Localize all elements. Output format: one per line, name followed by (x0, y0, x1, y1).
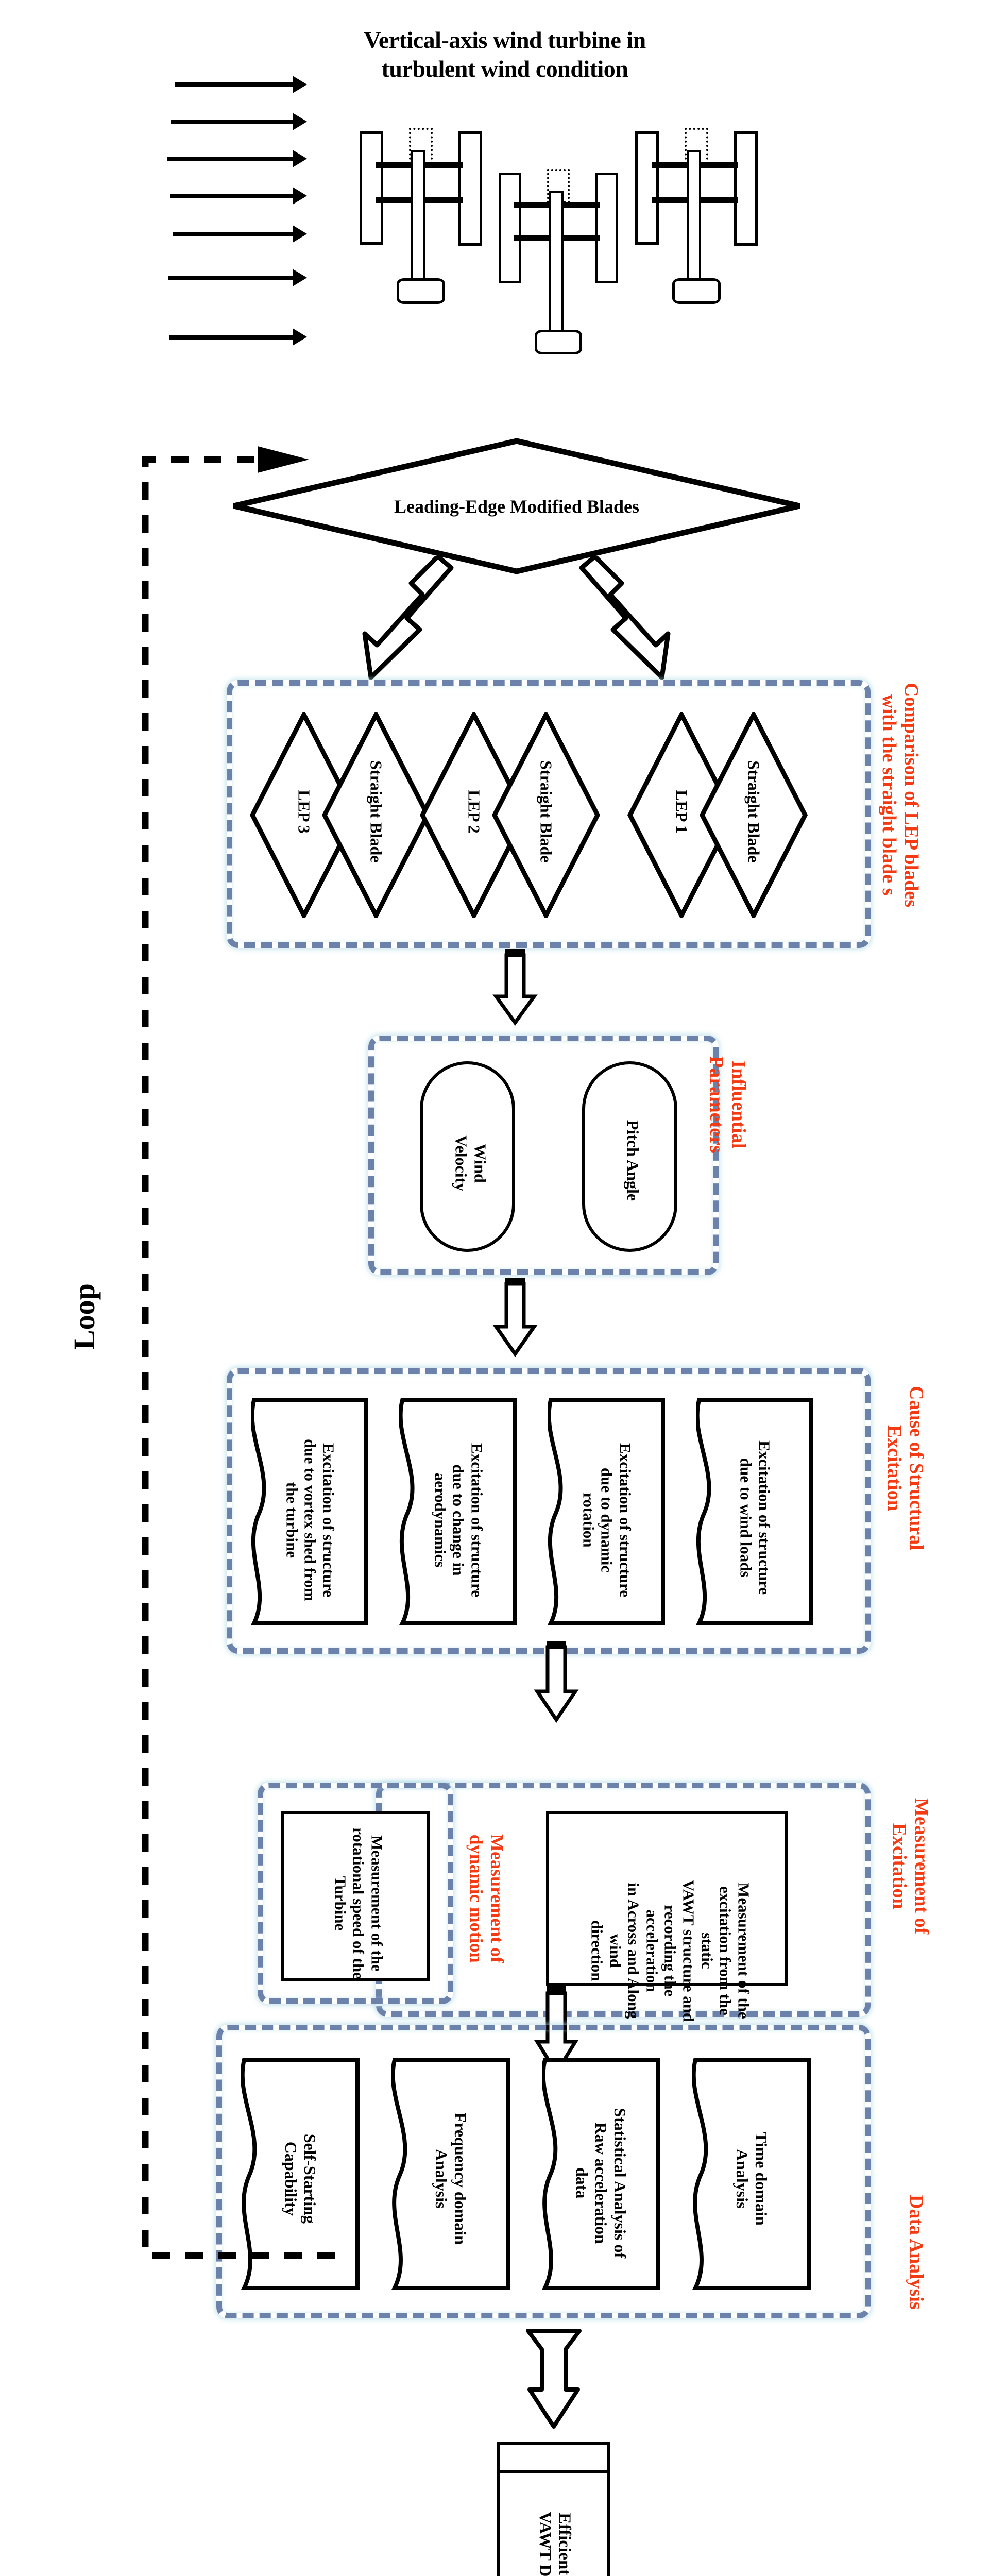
arrow-measurement-to-data-analysis (533, 1986, 579, 2076)
node-lep-2[interactable]: LEP 2 (420, 712, 528, 918)
section-label-measurement-dynamic-motion: Measurement of dynamic motion (466, 1834, 507, 1963)
vawt-turbine-3 (631, 124, 770, 319)
node-straight-blade-3[interactable]: Straight Blade (322, 712, 430, 918)
section-label-line-2: Parameters (706, 1056, 728, 1153)
section-label-line-1: Influential (728, 1060, 749, 1149)
section-box-measurement-dynamic-motion (258, 1783, 453, 2004)
node-label: Straight Blade (744, 760, 763, 863)
node-label: Excitation of structure due to change in… (431, 1443, 486, 1597)
turbine-mast (411, 150, 425, 287)
node-wind-velocity[interactable]: Wind Velocity (420, 1061, 515, 1252)
arrow-data-analysis-to-final (520, 2329, 587, 2432)
section-label-line-2: dynamic motion (466, 1834, 487, 1963)
node-frequency-domain-analysis[interactable]: Frequency domain Analysis (391, 2057, 511, 2291)
figure-title-line-1: Vertical-axis wind turbine in (364, 27, 646, 53)
wind-arrow-1 (175, 76, 307, 93)
wind-arrow-4 (170, 187, 307, 205)
turbine-mast (549, 191, 564, 339)
node-label: LEP 2 (465, 790, 484, 834)
arrow-influential-to-cause (492, 1278, 538, 1358)
wind-arrow-2 (171, 113, 307, 130)
turbine-blade-right (595, 173, 618, 283)
section-label-data-analysis: Data Analysis (905, 2195, 927, 2310)
node-time-domain-analysis[interactable]: Time domain Analysis (692, 2057, 812, 2291)
arrow-turbines-to-decision (531, 361, 572, 446)
node-label: Wind Velocity (452, 1135, 490, 1192)
loop-feedback-arrow (67, 443, 386, 2272)
node-straight-blade-2[interactable]: Straight Blade (492, 712, 600, 918)
section-label-influential: Influential Parameters (706, 1056, 749, 1153)
node-label: Measurement of the excitation from the s… (588, 1879, 753, 2022)
wind-arrow-6 (168, 269, 307, 286)
node-label: Statistical Analysis of Raw acceleration… (573, 2108, 630, 2258)
turbine-base (397, 278, 445, 304)
section-label-line-1: Cause of Structural (906, 1386, 927, 1550)
section-label-line-2: with the straight blade s (878, 694, 900, 896)
arrow-cause-to-measurement (533, 1641, 579, 1723)
node-efficient-lep-vawt-design[interactable]: Efficient LEP VAWT Design (497, 2442, 610, 2576)
split-arrow-left (350, 556, 479, 685)
node-excitation-aerodynamics[interactable]: Excitation of structure due to change in… (399, 1397, 518, 1626)
wind-arrow-3 (167, 150, 307, 167)
section-label-comparison: Comparison of LEP blades with the straig… (878, 683, 922, 907)
turbine-blade-right (734, 131, 758, 246)
turbine-blade-left (499, 173, 521, 283)
node-statistical-analysis[interactable]: Statistical Analysis of Raw acceleration… (542, 2057, 661, 2291)
turbine-blade-right (458, 131, 482, 246)
section-label-measurement-excitation: Measurement of Excitation (889, 1798, 932, 1934)
figure-title: Vertical-axis wind turbine in turbulent … (294, 26, 716, 83)
node-label: LEP 1 (672, 790, 691, 834)
wind-arrow-7 (169, 328, 307, 346)
node-label: Straight Blade (537, 760, 556, 863)
node-lep-1[interactable]: LEP 1 (627, 712, 736, 918)
loop-label: Loop (67, 1283, 101, 1350)
node-straight-blade-1[interactable]: Straight Blade (700, 712, 808, 918)
turbine-base (535, 330, 582, 354)
section-label-line-1: Measurement of (487, 1834, 507, 1963)
section-box-data-analysis (216, 2025, 871, 2318)
node-pitch-angle[interactable]: Pitch Angle (582, 1061, 677, 1252)
final-node-header-bar (500, 2445, 607, 2473)
node-excitation-wind-loads[interactable]: Excitation of structure due to wind load… (696, 1397, 814, 1626)
node-measure-rotational-speed[interactable]: Measurement of the rotational speed of t… (281, 1811, 430, 1981)
figure-title-line-2: turbulent wind condition (381, 56, 628, 82)
node-lep-3[interactable]: LEP 3 (250, 712, 358, 918)
node-label: Efficient LEP VAWT Design (536, 2512, 574, 2576)
section-box-influential (368, 1036, 719, 1275)
section-label-cause: Cause of Structural Excitation (883, 1386, 927, 1550)
section-label-line-1: Measurement of (911, 1798, 932, 1935)
section-label-line-1: Data Analysis (906, 2195, 927, 2310)
wind-arrow-5 (173, 225, 307, 243)
section-box-comparison (227, 680, 871, 948)
node-label: Time domain Analysis (733, 2131, 771, 2226)
section-label-line-2: Excitation (883, 1425, 906, 1511)
node-label: Excitation of structure due to wind load… (737, 1440, 774, 1595)
section-label-line-1: Comparison of LEP blades (900, 683, 922, 908)
vawt-turbine-2 (495, 165, 628, 361)
node-excitation-vortex-shed[interactable]: Excitation of structure due to vortex sh… (251, 1397, 369, 1626)
turbine-mast (687, 150, 701, 287)
turbine-base (672, 278, 721, 304)
node-self-starting-capability[interactable]: Self-Starting Capability (241, 2057, 361, 2291)
node-label: Excitation of structure due to dynamic r… (579, 1443, 635, 1597)
vawt-turbine-1 (355, 124, 495, 319)
arrow-comparison-to-influential (492, 949, 538, 1026)
node-label: Frequency domain Analysis (432, 2112, 470, 2245)
turbine-blade-left (360, 131, 383, 245)
decision-label: Leading-Edge Modified Blades (394, 496, 640, 517)
node-measure-static-excitation[interactable]: Measurement of the excitation from the s… (546, 1811, 788, 2022)
node-label: Pitch Angle (623, 1120, 642, 1201)
node-excitation-dynamic-rotation[interactable]: Excitation of structure due to dynamic r… (548, 1397, 666, 1626)
decision-leading-edge-modified-blades[interactable]: Leading-Edge Modified Blades (231, 438, 803, 574)
turbine-blade-left (635, 131, 659, 245)
split-arrow-right (554, 556, 683, 685)
section-label-line-2: Excitation (889, 1823, 911, 1909)
